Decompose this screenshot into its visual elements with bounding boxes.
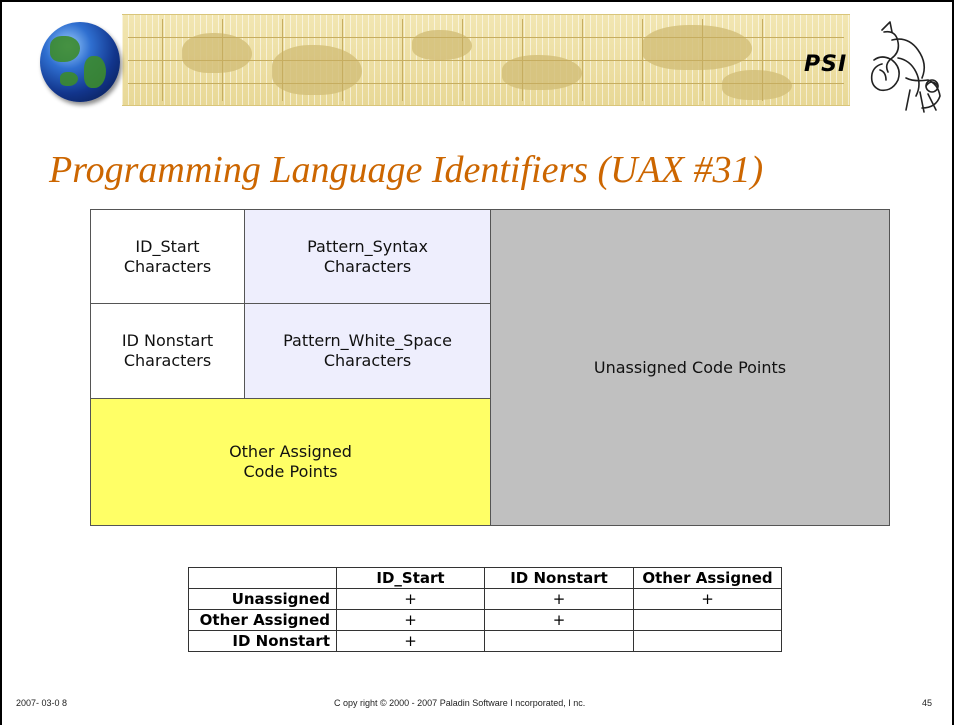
table-header-cell: ID_Start <box>336 567 485 589</box>
pattern-white-space-box: Pattern_White_Space Characters <box>245 304 490 399</box>
code-point-diagram: ID_Start Characters Pattern_Syntax Chara… <box>90 209 890 526</box>
table-cell <box>633 609 782 631</box>
table-cell: + <box>484 588 634 610</box>
table-cell <box>484 630 634 652</box>
unassigned-label: Unassigned Code Points <box>593 357 787 377</box>
table-cell: + <box>336 630 485 652</box>
id-nonstart-label: ID Nonstart Characters <box>121 331 214 370</box>
pattern-syntax-label: Pattern_Syntax Characters <box>307 236 428 276</box>
footer-date: 2007- 03-0 8 <box>16 698 68 708</box>
globe-icon <box>40 22 120 102</box>
pattern-white-space-label: Pattern_White_Space Characters <box>283 331 452 370</box>
comparison-table: ID_Start ID Nonstart Other Assigned Unas… <box>188 567 782 652</box>
row-label: Other Assigned <box>188 609 337 631</box>
header-banner <box>122 14 850 106</box>
id-nonstart-box: ID Nonstart Characters <box>91 304 245 399</box>
footer-page-number: 45 <box>922 698 933 708</box>
table-cell: + <box>633 588 782 610</box>
id-start-box: ID_Start Characters <box>91 210 245 304</box>
table-row: Other Assigned + + <box>188 609 782 631</box>
id-start-label: ID_Start Characters <box>123 236 212 276</box>
footer-copyright: C opy right © 2000 - 2007 Paladin Softwa… <box>334 698 586 708</box>
table-row: ID Nonstart + <box>188 630 782 652</box>
unassigned-box: Unassigned Code Points <box>490 210 889 525</box>
pattern-syntax-box: Pattern_Syntax Characters <box>245 210 490 304</box>
table-cell <box>633 630 782 652</box>
row-label: ID Nonstart <box>188 630 337 652</box>
brand-text: PSI <box>804 52 848 77</box>
row-label: Unassigned <box>188 588 337 610</box>
table-header-cell <box>188 567 337 589</box>
table-header-cell: ID Nonstart <box>484 567 634 589</box>
table-cell: + <box>336 609 485 631</box>
knight-logo-icon <box>870 21 941 113</box>
table-cell: + <box>336 588 485 610</box>
table-row: Unassigned + + + <box>188 588 782 610</box>
table-header-cell: Other Assigned <box>633 567 782 589</box>
table-header-row: ID_Start ID Nonstart Other Assigned <box>188 567 782 589</box>
table-cell: + <box>484 609 634 631</box>
other-assigned-label: Other Assigned Code Points <box>229 442 352 481</box>
slide-title: Programming Language Identifiers (UAX #3… <box>49 149 764 191</box>
other-assigned-box: Other Assigned Code Points <box>91 399 490 525</box>
